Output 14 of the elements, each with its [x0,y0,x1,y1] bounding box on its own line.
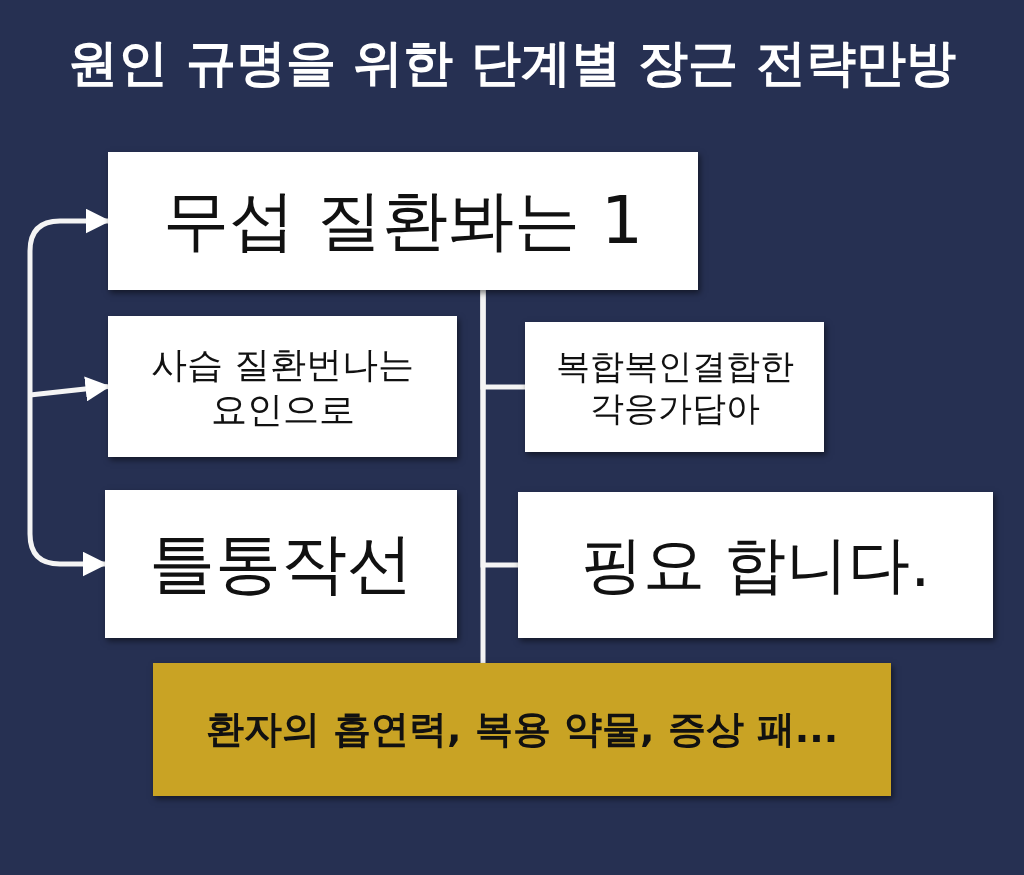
box-text: 핑요 합니다. [580,527,931,604]
connector-line [480,290,486,663]
box-text: 복합복인결합한 각응가답아 [554,344,795,430]
box-text: 사습 질환번나는 요인으로 [149,342,416,432]
box-text: 환자의 흡연력, 복용 약물, 증상 패... [205,705,839,753]
text-box [108,152,698,290]
text-box [525,322,824,452]
text-box [105,490,457,638]
title: 원인 규명을 위한 단계별 장근 전략만방 [67,33,957,94]
box-text: 무섭 질환봐는 1 [163,180,643,261]
text-box [518,492,993,638]
highlight-box [153,663,891,796]
box-text: 틀통작선 [149,523,413,604]
text-box [108,316,457,457]
